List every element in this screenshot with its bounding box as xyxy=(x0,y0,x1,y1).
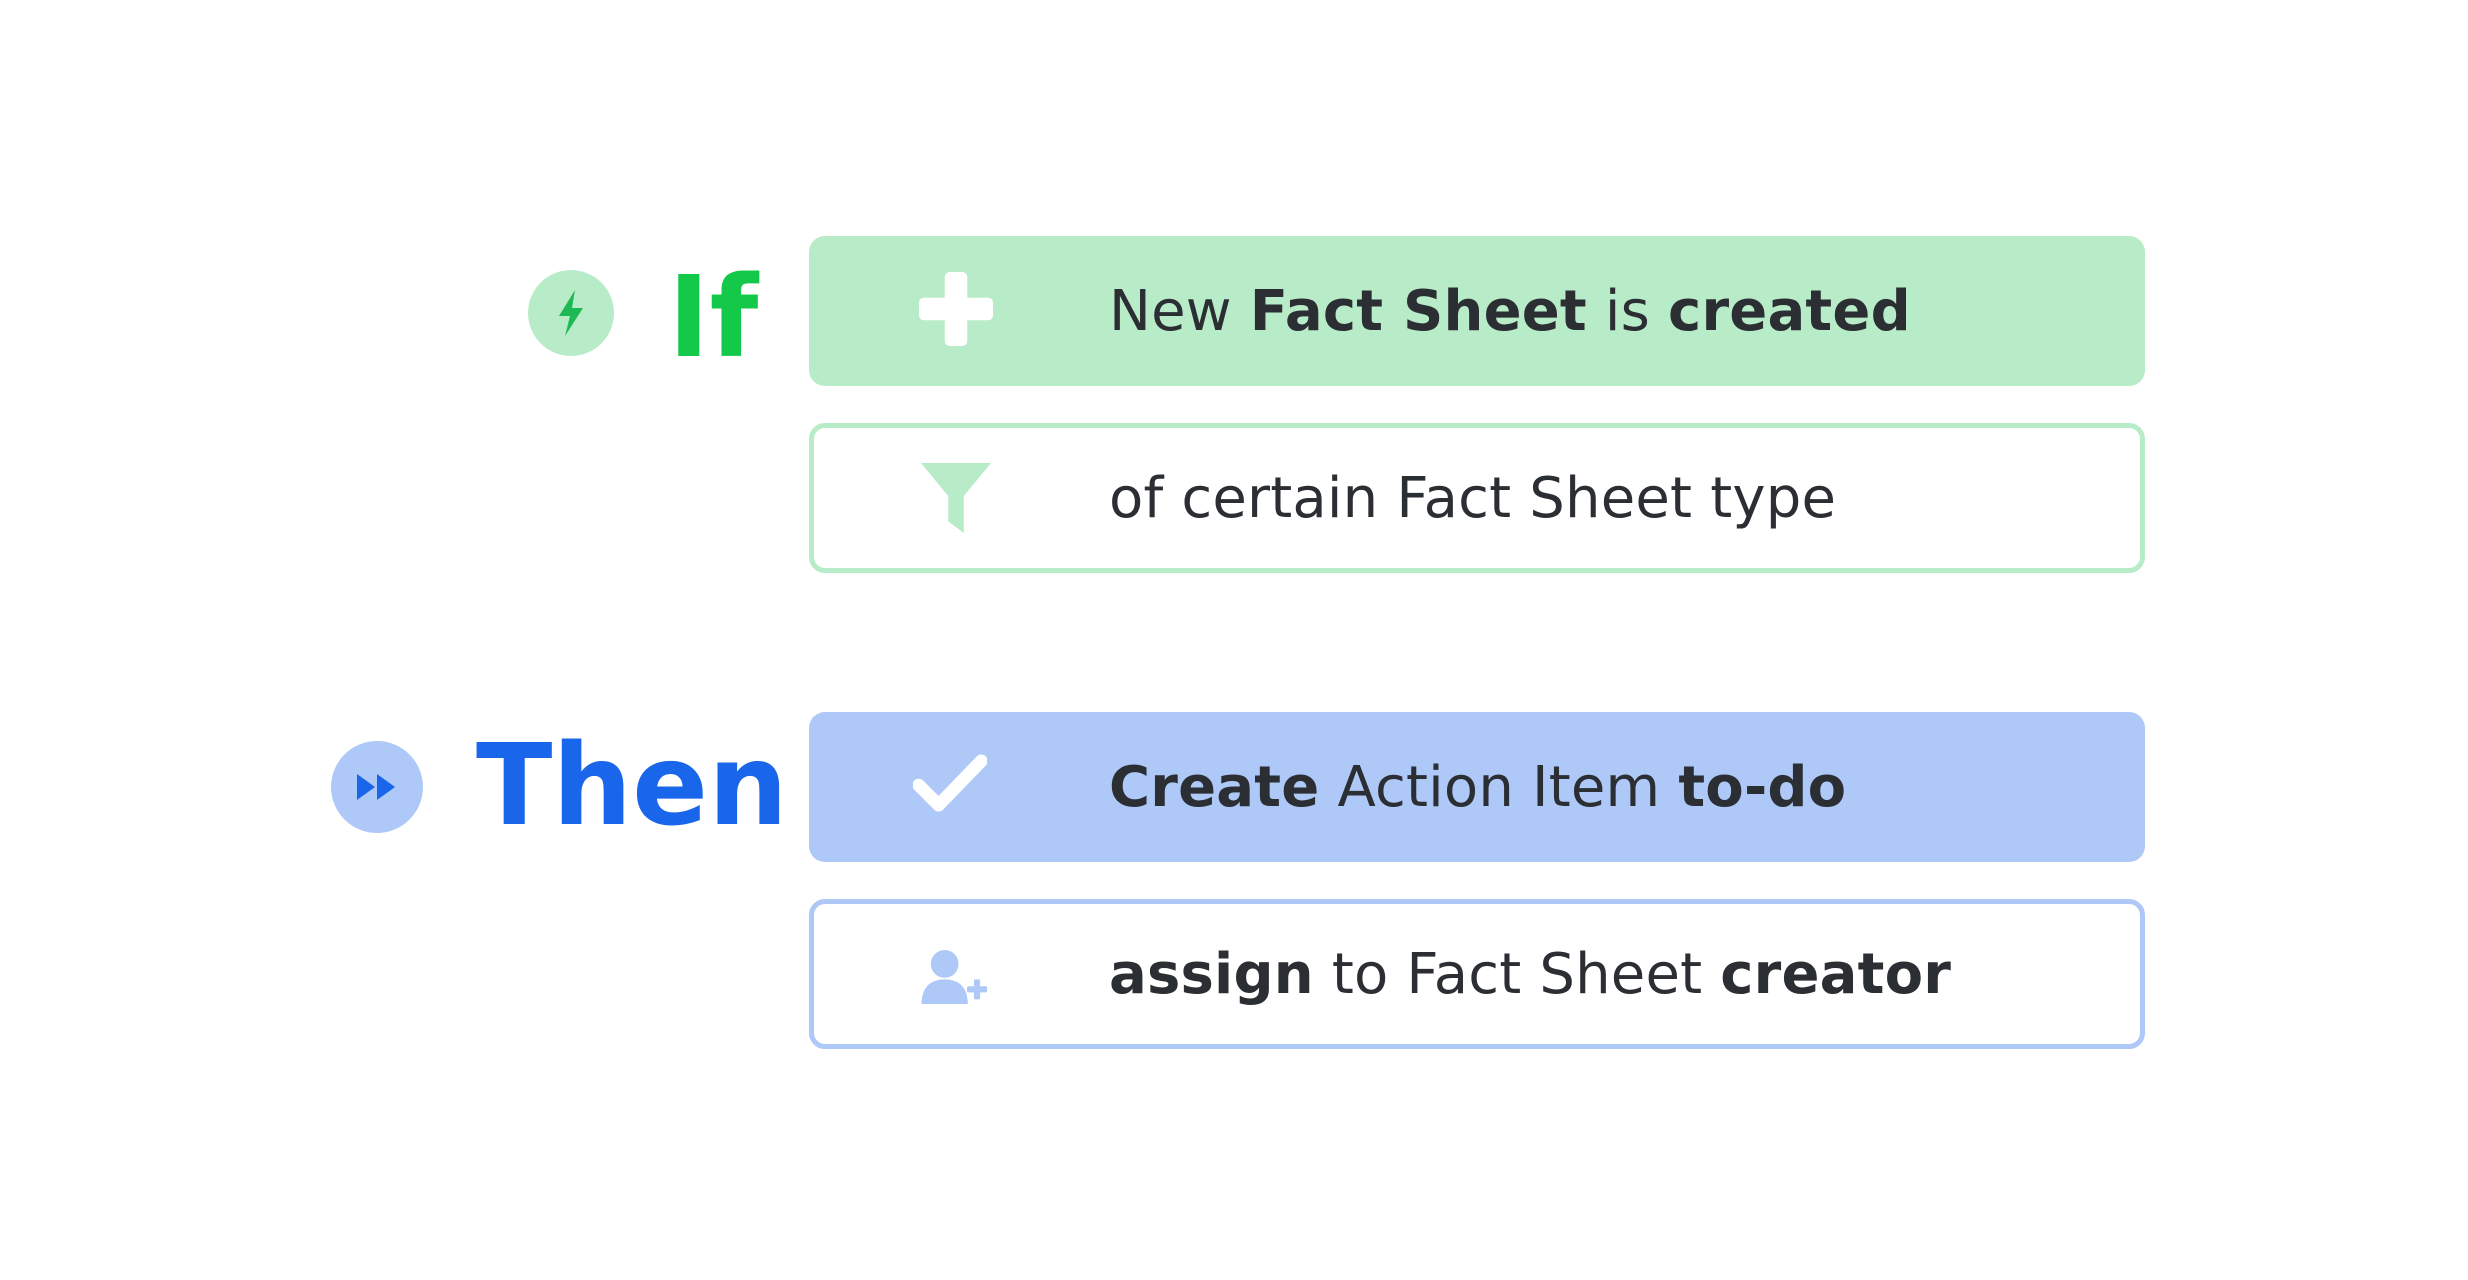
if-badge xyxy=(528,270,614,356)
trigger-condition-text: New Fact Sheet is created xyxy=(1109,278,1911,344)
trigger-condition-card: New Fact Sheet is created xyxy=(809,236,2145,386)
then-keyword: Then xyxy=(476,721,788,851)
trigger-filter-card: of certain Fact Sheet type xyxy=(809,423,2145,573)
plus-icon xyxy=(919,272,993,348)
assignee-text: assign to Fact Sheet creator xyxy=(1109,941,1952,1007)
then-badge xyxy=(331,741,423,833)
filter-icon xyxy=(919,461,993,535)
trigger-filter-text: of certain Fact Sheet type xyxy=(1109,465,1837,531)
action-card: Create Action Item to-do xyxy=(809,712,2145,862)
assignee-card: assign to Fact Sheet creator xyxy=(809,899,2145,1049)
if-keyword: If xyxy=(668,253,759,383)
checkmark-icon xyxy=(913,746,987,820)
add-user-icon xyxy=(920,940,994,1014)
action-text: Create Action Item to-do xyxy=(1109,754,1847,820)
lightning-icon xyxy=(559,290,583,336)
fast-forward-icon xyxy=(357,774,395,800)
